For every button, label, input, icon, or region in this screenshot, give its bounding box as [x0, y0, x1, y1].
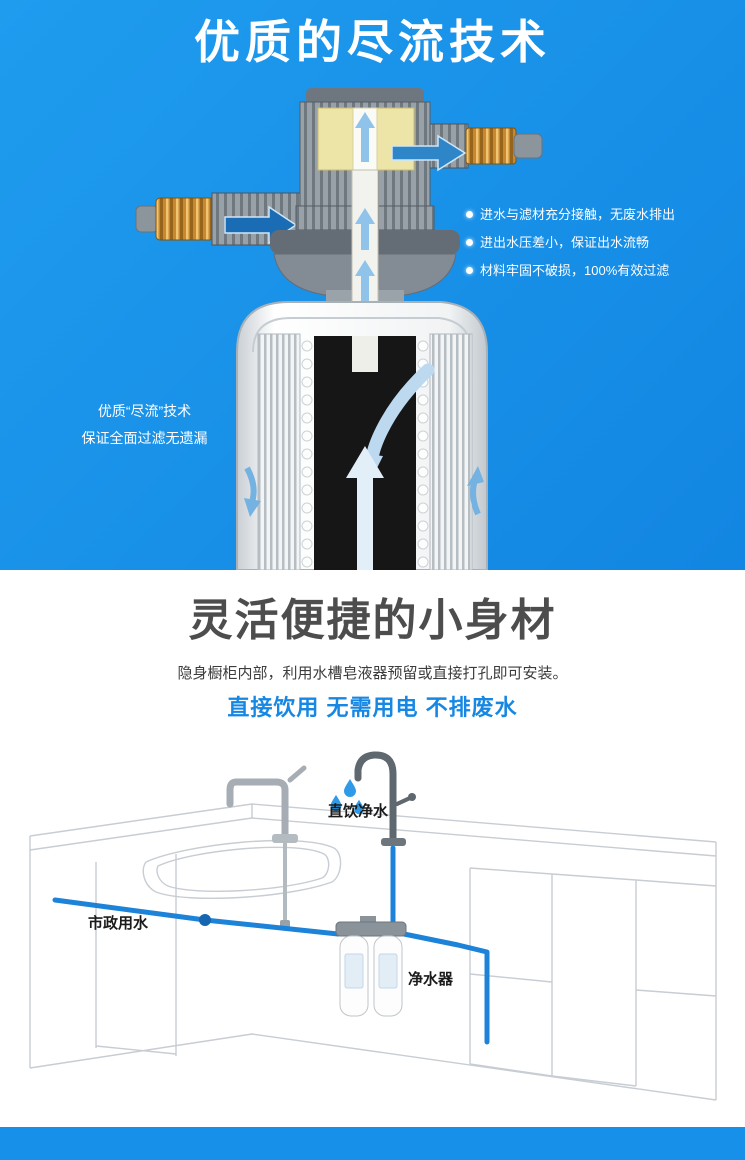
- section2-highlight: 直接饮用 无需用电 不排废水: [227, 695, 518, 720]
- bullet-item: 材料牢固不破损，100%有效过滤: [466, 262, 716, 280]
- bullet-text: 进水与滤材充分接触，无废水排出: [480, 207, 676, 222]
- side-note-line2: 保证全面过滤无遗漏: [81, 430, 208, 446]
- under-sink-illustration: [29, 751, 717, 1101]
- bullet-dot-icon: [466, 267, 473, 274]
- label-purifier: 净水器: [408, 971, 454, 988]
- section2-title: 灵活便捷的小身材: [188, 596, 557, 645]
- sink-basin: [142, 839, 342, 900]
- side-note-line1: 优质“尽流”技术: [97, 403, 192, 419]
- flow-tech-section: 优质的尽流技术 进水与滤材充分接触，无废水排出 进出水压差小，保证出水流畅 材料…: [0, 0, 745, 570]
- footer-strip: [0, 1127, 745, 1160]
- label-purified-water: 直饮净水: [328, 803, 389, 820]
- drinking-faucet-icon: [354, 751, 416, 846]
- filter-cutaway-diagram: [135, 88, 543, 570]
- outlet-fitting: [391, 123, 543, 172]
- bullet-text: 进出水压差小，保证出水流畅: [480, 235, 650, 250]
- purifier-unit: [335, 916, 407, 1017]
- cabinet-lines: [29, 803, 717, 1101]
- bullet-item: 进出水压差小，保证出水流畅: [466, 234, 716, 252]
- kitchen-faucet-icon: [226, 765, 307, 928]
- pipe-valve: [199, 914, 211, 926]
- bullet-dot-icon: [466, 211, 473, 218]
- feature-bullets: 进水与滤材充分接触，无废水排出 进出水压差小，保证出水流畅 材料牢固不破损，10…: [466, 206, 716, 290]
- section1-title: 优质的尽流技术: [194, 16, 551, 68]
- water-drop-icon: [330, 779, 364, 815]
- section2-subtitle: 隐身橱柜内部，利用水槽皂液器预留或直接打孔即可安装。: [177, 665, 568, 682]
- bullet-text: 材料牢固不破损，100%有效过滤: [480, 263, 670, 278]
- filter-shell: [236, 301, 488, 570]
- compact-install-section: 灵活便捷的小身材 隐身橱柜内部，利用水槽皂液器预留或直接打孔即可安装。 直接饮用…: [0, 570, 745, 1160]
- water-pipe: [52, 845, 490, 1045]
- installation-diagram: 直饮净水 市政用水 净水器: [0, 728, 745, 1128]
- bullet-dot-icon: [466, 239, 473, 246]
- side-note: 优质“尽流”技术 保证全面过滤无遗漏: [52, 398, 237, 452]
- label-municipal-water: 市政用水: [88, 915, 149, 932]
- outlet-arrow-icon: [391, 134, 467, 172]
- bullet-item: 进水与滤材充分接触，无废水排出: [466, 206, 716, 224]
